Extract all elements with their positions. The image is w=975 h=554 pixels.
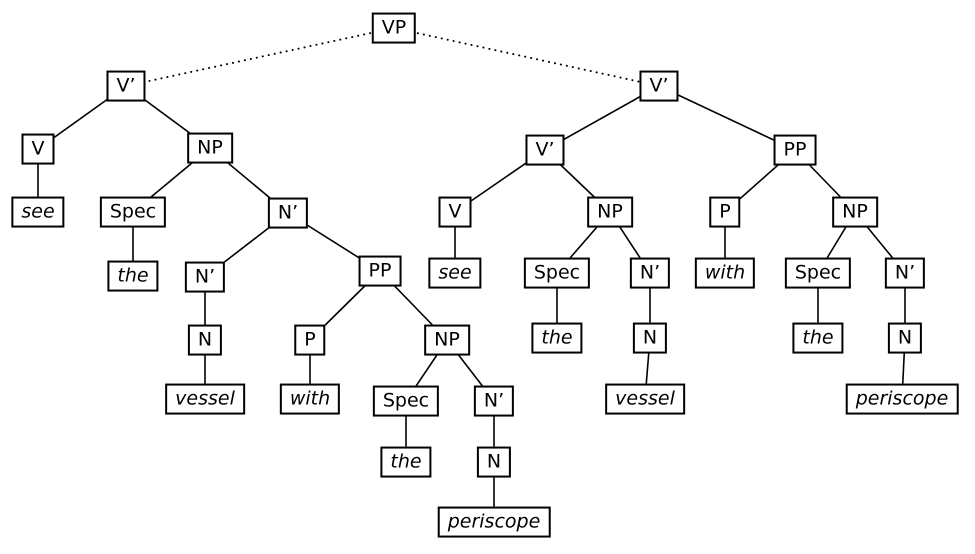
tree-node-v-r: V <box>438 196 472 228</box>
tree-node-vbar-r: V’ <box>639 70 679 102</box>
tree-node-p-r: P <box>709 196 741 228</box>
tree-node-nbar-r1: N’ <box>629 257 671 289</box>
tree-node-with-l: with <box>279 383 341 415</box>
tree-node-spec-l2: Spec <box>372 385 440 417</box>
tree-node-n-l1: N <box>187 324 223 356</box>
tree-node-spec-r1: Spec <box>523 257 591 289</box>
tree-node-np-l2: NP <box>424 324 470 356</box>
tree-edge-vp-vbar-r <box>393 27 660 87</box>
tree-node-periscope-l: periscope <box>437 506 551 538</box>
tree-node-vessel-r: vessel <box>605 383 685 415</box>
tree-node-vbar-r2: V’ <box>525 134 565 166</box>
tree-node-vbar-l: V’ <box>106 70 146 102</box>
tree-node-vp: VP <box>371 12 417 44</box>
tree-node-nbar-l1: N’ <box>267 197 309 229</box>
tree-node-n-r1: N <box>632 322 668 354</box>
tree-node-spec-l1: Spec <box>99 196 167 228</box>
tree-node-periscope-r: periscope <box>845 383 959 415</box>
tree-node-the-r1: the <box>531 322 583 354</box>
tree-node-see-r: see <box>428 257 482 289</box>
tree-node-n-l2: N <box>476 446 512 478</box>
tree-node-nbar-r2: N’ <box>884 257 926 289</box>
tree-edge-vbar-r-pp-r <box>658 85 796 151</box>
tree-node-n-r2: N <box>887 322 923 354</box>
tree-node-nbar-l3: N’ <box>473 385 515 417</box>
tree-node-the-l1: the <box>107 260 159 292</box>
tree-node-v-l: V <box>21 133 55 165</box>
tree-node-np-l: NP <box>187 132 233 164</box>
tree-node-pp-r: PP <box>773 134 817 166</box>
tree-node-pp-l: PP <box>358 255 402 287</box>
tree-node-nbar-l2: N’ <box>184 261 226 293</box>
tree-node-spec-r2: Spec <box>784 257 852 289</box>
tree-node-np-r2: NP <box>832 196 878 228</box>
tree-node-the-l2: the <box>380 446 432 478</box>
tree-node-with-r: with <box>694 257 756 289</box>
tree-node-the-r2: the <box>792 322 844 354</box>
tree-node-vessel-l: vessel <box>165 383 245 415</box>
tree-node-np-r1: NP <box>587 196 633 228</box>
tree-node-see-l: see <box>11 196 65 228</box>
tree-node-p-l: P <box>294 324 326 356</box>
